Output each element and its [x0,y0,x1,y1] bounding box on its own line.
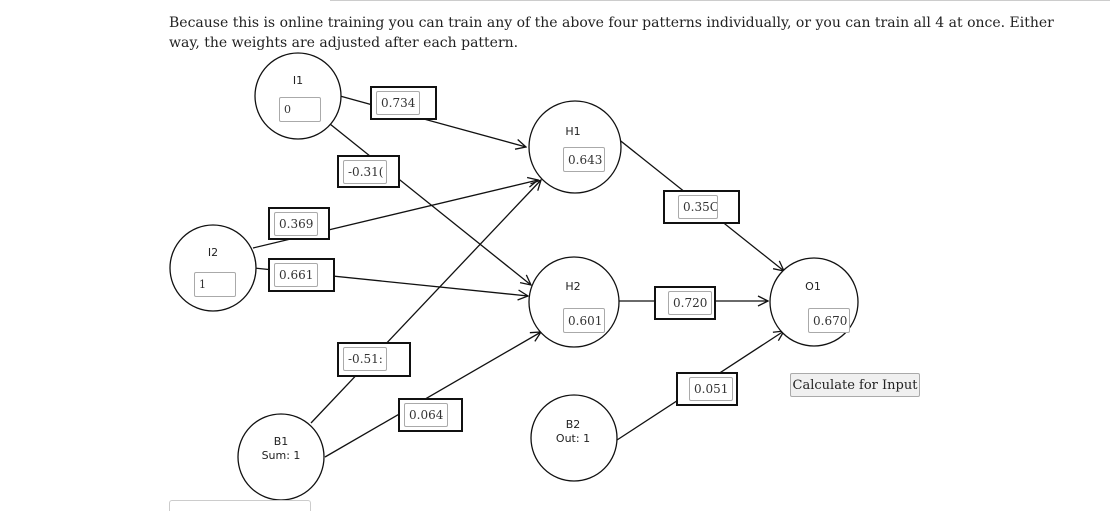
output-h1-field[interactable] [563,147,605,172]
node-i1-label: I1 [292,74,304,87]
output-h2-field[interactable] [563,308,605,333]
weight-i2-h1-box [268,207,330,240]
weight-b1-h2-field[interactable] [404,403,448,427]
weight-h2-o1-field[interactable] [668,291,712,315]
weight-b1-h2-box [398,398,463,432]
top-border [330,0,1110,5]
edge-i1-h2 [329,123,531,285]
node-b1-label: B1 [273,435,289,448]
weight-h1-o1-box [663,190,740,224]
output-o1-field[interactable] [808,308,850,333]
node-o1-label: O1 [805,280,821,293]
edge-b1-h1 [310,180,541,424]
node-b1-sum: Sum: 1 [261,449,301,462]
node-i2 [169,224,257,312]
bottom-button-edge [169,500,311,511]
node-i1 [254,52,342,140]
description-text: Because this is online training you can … [169,15,1054,51]
node-h1-label: H1 [565,125,581,138]
node-b2-out: Out: 1 [555,432,591,445]
node-b2 [530,394,618,482]
weight-i1-h2-box [337,155,400,188]
edge-b1-h2 [324,332,541,458]
weight-i1-h1-box [370,86,437,120]
node-i2-label: I2 [207,246,219,259]
weight-i1-h1-field[interactable] [376,91,420,115]
weight-b2-o1-box [676,372,738,406]
node-b2-label: B2 [565,418,581,431]
calculate-for-input-button[interactable]: Calculate for Input [790,373,920,397]
weight-i2-h1-field[interactable] [274,212,318,236]
node-h2-label: H2 [565,280,581,293]
node-h2 [528,256,620,348]
weight-b2-o1-field[interactable] [689,377,733,401]
weight-i2-h2-box [268,258,335,292]
input-i1-field[interactable] [279,97,321,122]
weight-b1-h1-field[interactable] [343,347,387,371]
weight-i2-h2-field[interactable] [274,263,318,287]
weight-h2-o1-box [654,286,716,320]
input-i2-field[interactable] [194,272,236,297]
weight-b1-h1-box [337,342,411,377]
weight-h1-o1-field[interactable] [678,195,718,219]
weight-i1-h2-field[interactable] [343,160,387,184]
